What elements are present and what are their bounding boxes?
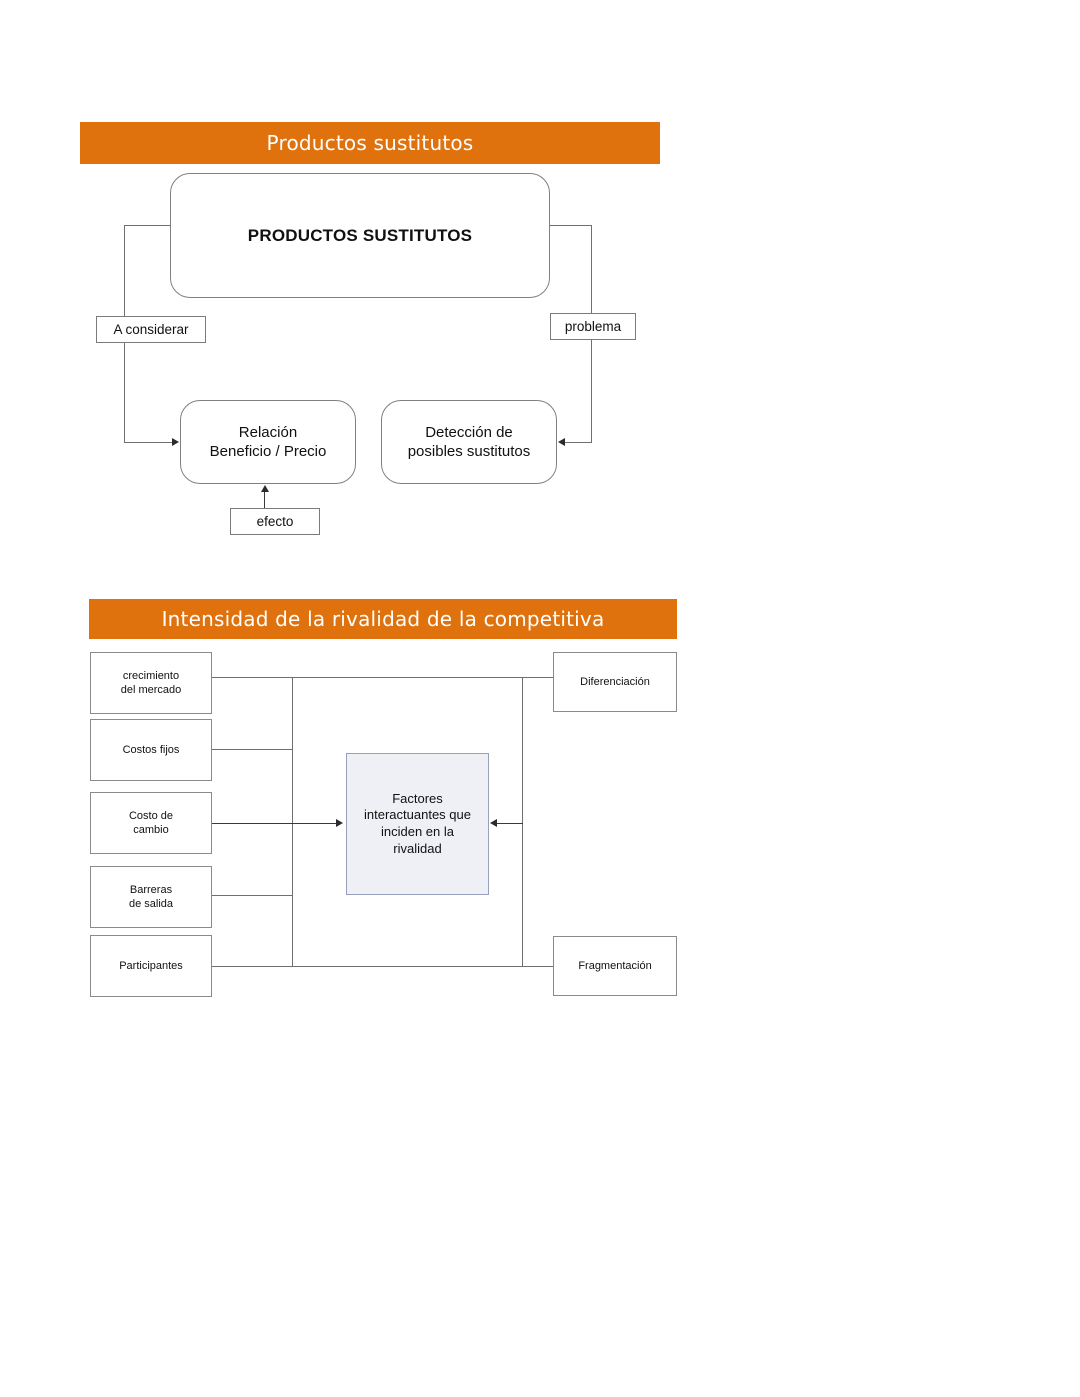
tag-a-considerar: A considerar bbox=[96, 316, 206, 343]
tag-efecto: efecto bbox=[230, 508, 320, 535]
arrowhead-into-relacion bbox=[172, 438, 179, 446]
section-header-bar-productos: Productos sustitutos bbox=[80, 122, 660, 164]
node-factores-interactuantes: Factores interactuantes que inciden en l… bbox=[346, 753, 489, 895]
connector-top-horizontal bbox=[211, 677, 554, 678]
node-costos-fijos: Costos fijos bbox=[90, 719, 212, 781]
node-participantes-label: Participantes bbox=[119, 959, 183, 972]
connector-main-left-stub bbox=[124, 225, 171, 226]
arrowhead-into-deteccion bbox=[558, 438, 565, 446]
node-costo-de-cambio-label: Costo de cambio bbox=[128, 809, 174, 836]
tag-problema: problema bbox=[550, 313, 636, 340]
arrowhead-into-center-right bbox=[490, 819, 497, 827]
connector-right-vertical-upper bbox=[591, 225, 592, 313]
section-header-bar-intensidad: Intensidad de la rivalidad de la competi… bbox=[89, 599, 677, 639]
connector-right-spine-to-center bbox=[497, 823, 523, 824]
connector-barreras-stub bbox=[211, 895, 293, 896]
arrowhead-efecto-up bbox=[261, 485, 269, 492]
node-deteccion-posibles-sustitutos: Detección de posibles sustitutos bbox=[381, 400, 557, 484]
tag-problema-label: problema bbox=[564, 318, 622, 334]
connector-left-spine bbox=[292, 677, 293, 967]
connector-left-into-relacion bbox=[124, 442, 173, 443]
node-participantes: Participantes bbox=[90, 935, 212, 997]
node-relacion-beneficio-precio: Relación Beneficio / Precio bbox=[180, 400, 356, 484]
connector-main-right-stub bbox=[550, 225, 592, 226]
node-crecimiento-del-mercado-label: crecimiento del mercado bbox=[120, 669, 182, 696]
connector-right-vertical-lower bbox=[591, 340, 592, 442]
arrowhead-into-center-left bbox=[336, 819, 343, 827]
node-productos-sustitutos: PRODUCTOS SUSTITUTOS bbox=[170, 173, 550, 298]
node-relacion-beneficio-precio-label: Relación Beneficio / Precio bbox=[209, 423, 327, 460]
node-fragmentacion-label: Fragmentación bbox=[578, 959, 652, 972]
section-header-title-productos: Productos sustitutos bbox=[266, 131, 474, 155]
node-factores-interactuantes-label: Factores interactuantes que inciden en l… bbox=[364, 790, 471, 856]
connector-costo-cambio-to-center bbox=[211, 823, 336, 824]
node-deteccion-posibles-sustitutos-label: Detección de posibles sustitutos bbox=[407, 423, 531, 460]
tag-efecto-label: efecto bbox=[256, 513, 294, 529]
node-productos-sustitutos-label: PRODUCTOS SUSTITUTOS bbox=[247, 225, 473, 245]
connector-efecto-vertical bbox=[264, 492, 265, 509]
node-barreras-de-salida: Barreras de salida bbox=[90, 866, 212, 928]
tag-a-considerar-label: A considerar bbox=[113, 321, 189, 337]
node-costo-de-cambio: Costo de cambio bbox=[90, 792, 212, 854]
connector-bottom-horizontal bbox=[211, 966, 554, 967]
connector-left-vertical-lower bbox=[124, 343, 125, 442]
node-barreras-de-salida-label: Barreras de salida bbox=[128, 883, 174, 910]
node-crecimiento-del-mercado: crecimiento del mercado bbox=[90, 652, 212, 714]
node-fragmentacion: Fragmentación bbox=[553, 936, 677, 996]
node-diferenciacion: Diferenciación bbox=[553, 652, 677, 712]
connector-right-into-deteccion bbox=[565, 442, 592, 443]
connector-right-spine bbox=[522, 677, 523, 967]
connector-left-vertical-upper bbox=[124, 225, 125, 317]
node-diferenciacion-label: Diferenciación bbox=[580, 675, 650, 688]
section-header-title-intensidad: Intensidad de la rivalidad de la competi… bbox=[161, 607, 605, 631]
connector-costos-fijos-stub bbox=[211, 749, 293, 750]
node-costos-fijos-label: Costos fijos bbox=[122, 743, 180, 756]
